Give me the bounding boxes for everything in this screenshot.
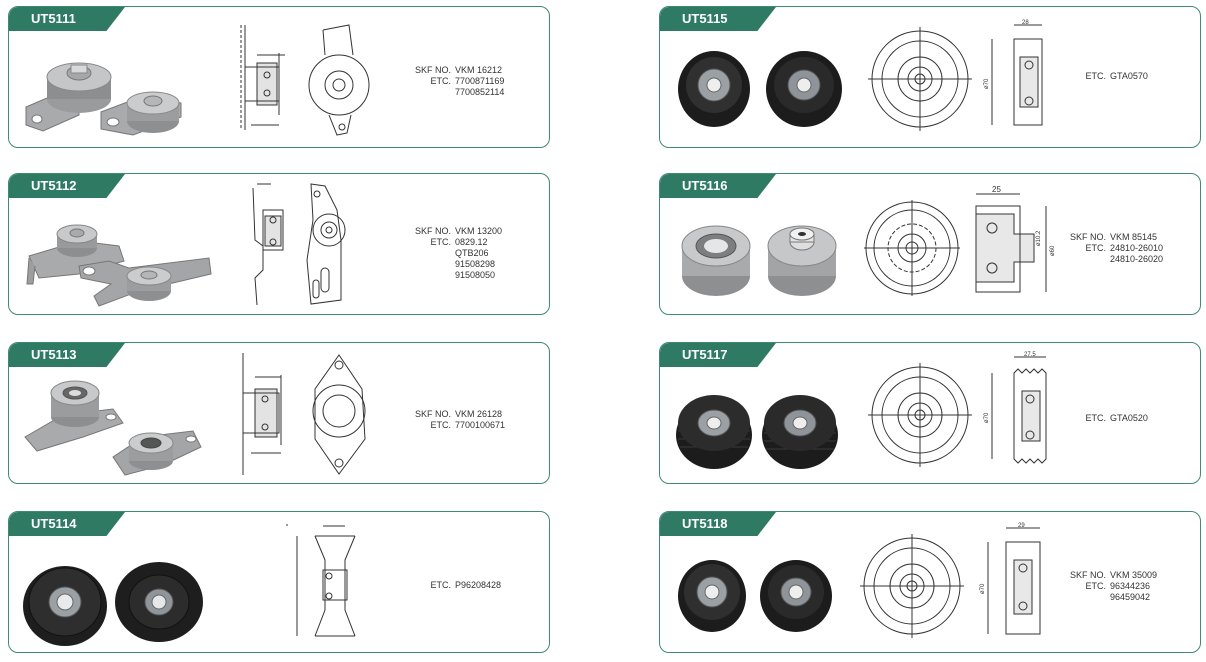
product-code-tag: UT5115 [660,7,776,31]
svg-text:29: 29 [1018,523,1025,529]
svg-text:ø60: ø60 [1050,245,1056,256]
idler-pulley-photo [678,51,842,127]
product-code-tag: UT5117 [660,343,776,367]
technical-drawing: 28 ø70 [868,20,1043,131]
idler-pulley-photo [23,562,203,646]
product-card-ut5116: UT5116 25 ø60 ø10.2 SKF NO.VKM 85145 ETC… [659,173,1201,315]
product-card-ut5113: UT5113 SKF NO.VKM 26128 ETC.7700100671 [8,342,550,484]
tensioner-photo [26,224,212,307]
product-code-tag: UT5116 [660,174,776,198]
reference-numbers: ETC.GTA0520 [1085,413,1148,423]
svg-text:ø70: ø70 [980,583,986,594]
svg-text:ø70: ø70 [984,78,990,89]
product-code-tag: UT5112 [9,174,125,198]
product-card-ut5118: UT5118 29 ø70 SKF NO.VKM 35009 ETC.96344… [659,511,1201,653]
product-code-tag: UT5118 [660,512,776,536]
idler-pulley-photo [681,225,837,296]
svg-text:ø70: ø70 [984,412,990,423]
svg-text:27.5: 27.5 [1024,352,1036,358]
tensioner-photo [24,380,202,476]
product-card-ut5117: UT5117 27.5 ø70 ETC.GTA0520 [659,342,1201,484]
technical-drawing [252,183,346,306]
svg-text:28: 28 [1022,20,1029,26]
svg-text:25: 25 [992,185,1001,194]
technical-drawing [240,24,370,136]
technical-drawing [286,524,356,637]
product-code-tag: UT5113 [9,343,125,367]
idler-pulley-photo [678,560,832,632]
svg-text:ø10.2: ø10.2 [1036,230,1042,246]
product-card-ut5115: UT5115 28 ø70 ETC.GTA0570 [659,6,1201,148]
technical-drawing: 29 ø70 [860,523,1041,638]
product-code-tag: UT5114 [9,512,125,536]
reference-numbers: SKF NO.VKM 26128 ETC.7700100671 [414,409,506,430]
grooved-pulley-photo [676,395,838,469]
technical-drawing [242,353,366,475]
technical-drawing: 27.5 ø70 [868,352,1047,467]
product-code-tag: UT5111 [9,7,125,31]
technical-drawing: 25 ø60 ø10.2 [864,185,1056,296]
tensioner-photo [25,62,182,136]
reference-numbers: ETC.P96208428 [430,580,502,590]
product-card-ut5114: UT5114 ETC.P96208428 [8,511,550,653]
reference-numbers: ETC.GTA0570 [1085,71,1148,81]
